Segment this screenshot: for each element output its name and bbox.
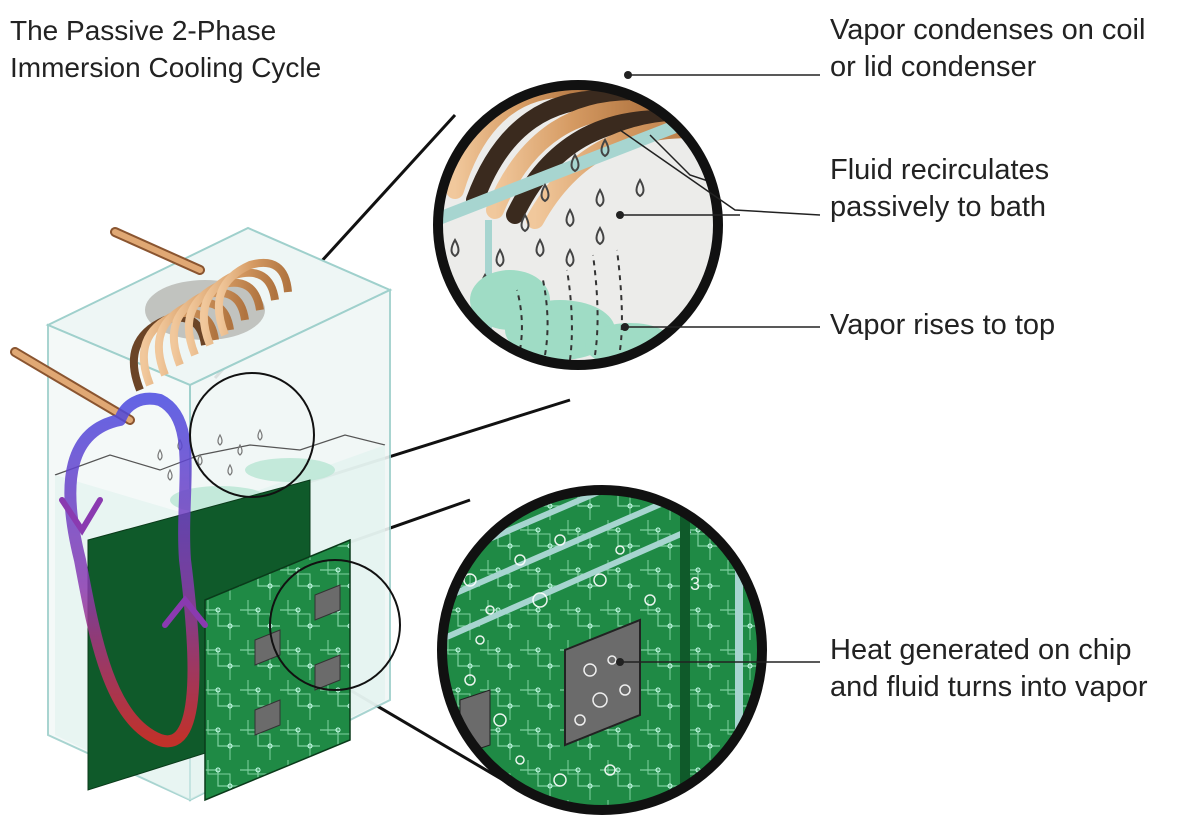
small-droplets [157, 428, 263, 481]
label-dots [616, 71, 632, 666]
label-recirculate-line-1: Fluid recirculates [830, 154, 1050, 186]
label-vapor-rises: Vapor rises to top [830, 307, 1055, 344]
circuit-board-stack [87, 479, 351, 802]
callout-circle-small-top [189, 372, 315, 498]
chip-zoomed [564, 618, 641, 747]
label-heat: Heat generated on chip and fluid turns i… [830, 632, 1148, 706]
label-heat-line-1: Heat generated on chip [830, 634, 1132, 666]
callout-circle-small-bottom [269, 559, 401, 691]
label-condense: Vapor condenses on coil or lid condenser [830, 12, 1145, 86]
coil-condenser [129, 258, 292, 392]
label-leaders [619, 74, 821, 663]
flow-loop-arrow [59, 392, 208, 748]
board-number: 3 [690, 574, 700, 594]
title-line-1: The Passive 2-Phase [10, 15, 277, 46]
label-recirculate-line-2: passively to bath [830, 191, 1047, 223]
label-condense-line-2: or lid condenser [830, 51, 1037, 83]
zoom-circle-chip: 3 [437, 485, 767, 815]
diagram-title: The Passive 2-Phase Immersion Cooling Cy… [10, 12, 321, 86]
label-condense-line-1: Vapor condenses on coil [830, 14, 1146, 46]
chips [254, 584, 341, 736]
label-heat-line-2: and fluid turns into vapor [830, 671, 1148, 703]
title-line-2: Immersion Cooling Cycle [10, 52, 322, 83]
label-vapor-rises-line-1: Vapor rises to top [830, 309, 1056, 341]
label-recirculate: Fluid recirculates passively to bath [830, 152, 1049, 226]
zoom-circle-condensation [433, 80, 723, 370]
coil-pipes [10, 227, 205, 425]
